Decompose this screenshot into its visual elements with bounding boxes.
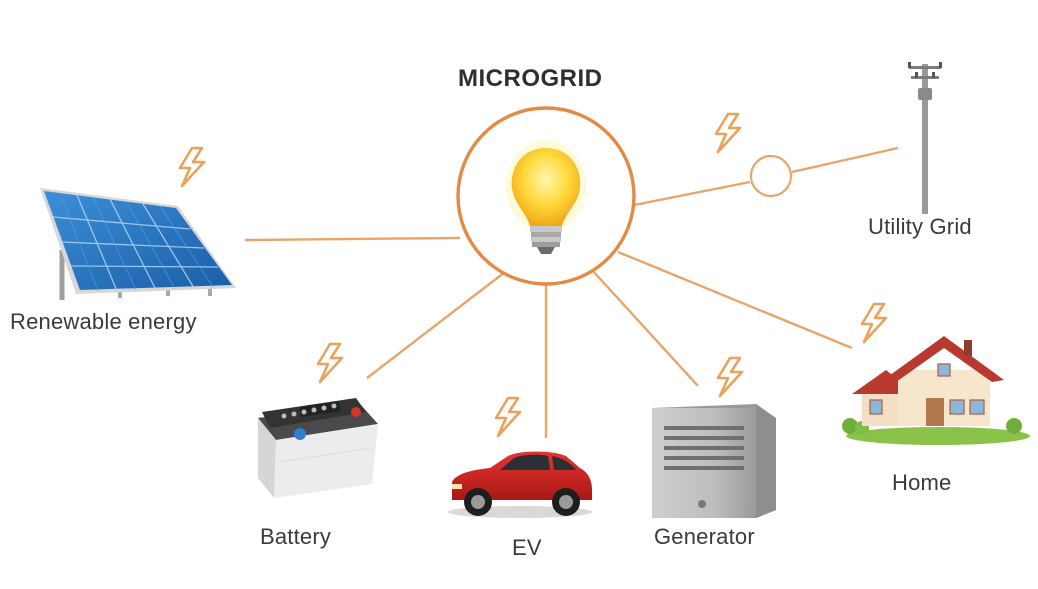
car-icon [448, 451, 592, 518]
line-utility-b [791, 146, 899, 174]
utility-pole-icon [908, 62, 942, 214]
line-generator [591, 269, 699, 387]
solar-panel-icon [40, 188, 236, 300]
diagram-title: MICROGRID [458, 65, 603, 92]
line-utility-a [633, 180, 751, 207]
line-renewable [244, 236, 461, 242]
label-battery: Battery [260, 524, 332, 549]
hub [456, 106, 636, 286]
battery-icon [258, 398, 378, 498]
connection-lines [244, 146, 899, 438]
lightning-bolt-icon [494, 396, 522, 438]
label-utility-grid: Utility Grid [868, 214, 972, 239]
label-ev: EV [512, 535, 542, 560]
label-home: Home [892, 470, 952, 495]
light-bulb-icon [506, 140, 586, 254]
line-battery [366, 271, 506, 379]
utility-junction [749, 154, 793, 198]
lightning-bolt-icon [714, 112, 742, 154]
lightning-bolt-icon [860, 302, 888, 344]
label-generator: Generator [654, 524, 755, 549]
lightning-bolt-icon [716, 356, 744, 398]
label-renewable-energy: Renewable energy [10, 309, 197, 334]
line-home [617, 250, 853, 350]
generator-icon [652, 404, 776, 518]
lightning-bolt-icon [316, 342, 344, 384]
house-icon [842, 336, 1030, 445]
lightning-bolt-icon [178, 146, 206, 188]
